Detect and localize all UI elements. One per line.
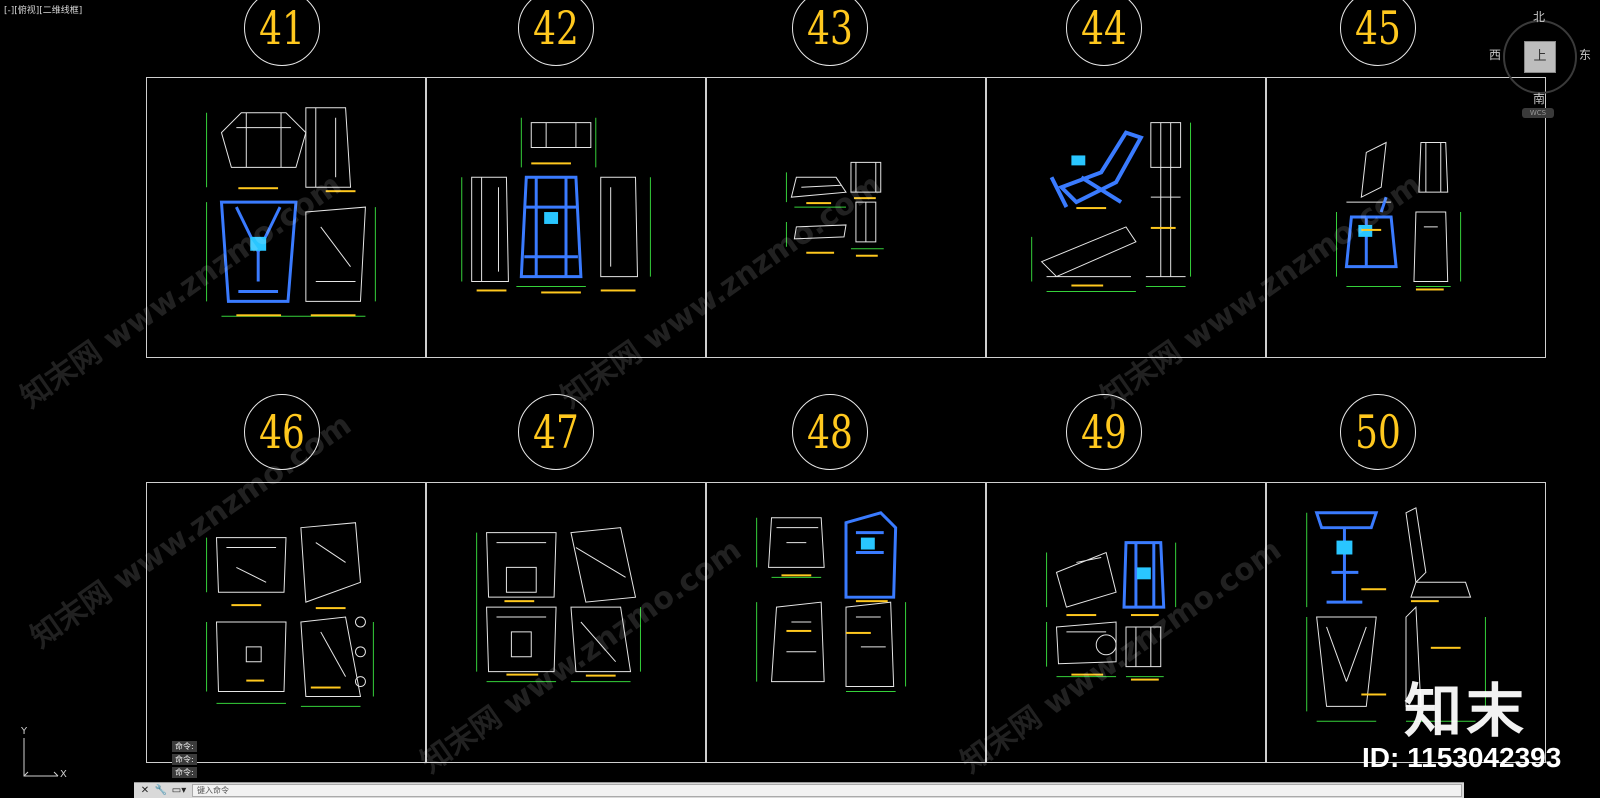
equipment-drawing xyxy=(476,527,641,683)
equipment-drawing xyxy=(1031,122,1192,292)
asset-id-label: ID: 1153042393 xyxy=(1362,742,1562,773)
circle-number: 50 xyxy=(1355,405,1401,459)
equipment-drawing xyxy=(1046,541,1177,681)
circle-number: 48 xyxy=(807,405,853,459)
drawing-panel-47[interactable] xyxy=(426,482,706,763)
recent-commands-icon[interactable]: ▭▾ xyxy=(171,785,187,796)
compass-south[interactable]: 南 xyxy=(1533,92,1546,106)
equipment-drawing xyxy=(461,117,651,294)
drawing-panel-41[interactable] xyxy=(146,77,426,358)
command-line[interactable]: ✕ 🔧 ▭▾ 键入命令 xyxy=(134,782,1464,798)
circle-50: 50 xyxy=(1340,394,1416,470)
circle-49: 49 xyxy=(1066,394,1142,470)
circle-48: 48 xyxy=(792,394,868,470)
ucs-axes-icon xyxy=(23,738,59,777)
circle-number: 47 xyxy=(533,405,579,459)
circle-number: 42 xyxy=(533,1,579,55)
circle-number: 44 xyxy=(1081,1,1127,55)
drawing-panel-49[interactable] xyxy=(986,482,1266,763)
drawing-panel-50[interactable] xyxy=(1266,482,1546,763)
circle-44: 44 xyxy=(1066,0,1142,66)
command-history-line: 命令: xyxy=(172,767,197,778)
wcs-menu[interactable]: WCS xyxy=(1522,108,1554,118)
compass-north[interactable]: 北 xyxy=(1533,10,1546,24)
close-icon[interactable]: ✕ xyxy=(140,785,150,796)
equipment-drawing xyxy=(785,161,884,257)
drawing-panel-46[interactable] xyxy=(146,482,426,763)
equipment-drawing xyxy=(206,522,374,707)
circle-46: 46 xyxy=(244,394,320,470)
equipment-drawing xyxy=(206,107,376,317)
viewcube-compass-ring[interactable] xyxy=(1503,20,1577,94)
circle-number: 43 xyxy=(807,1,853,55)
circle-42: 42 xyxy=(518,0,594,66)
viewcube-top-face[interactable]: 上 xyxy=(1524,41,1556,73)
drawing-panel-48[interactable] xyxy=(706,482,986,763)
compass-east[interactable]: 东 xyxy=(1579,48,1592,62)
view-label[interactable]: [-][俯视][二维线框] xyxy=(4,6,83,16)
circle-number: 45 xyxy=(1355,1,1401,55)
circle-number: 49 xyxy=(1081,405,1127,459)
equipment-drawing xyxy=(1336,141,1462,291)
equipment-drawing xyxy=(756,511,907,692)
command-input[interactable]: 键入命令 xyxy=(192,784,1462,797)
circle-41: 41 xyxy=(244,0,320,66)
command-history-line: 命令: xyxy=(172,754,197,765)
drawing-panel-42[interactable] xyxy=(426,77,706,358)
brand-logo: 知末 xyxy=(1404,677,1529,745)
circle-43: 43 xyxy=(792,0,868,66)
compass-west[interactable]: 西 xyxy=(1489,48,1502,62)
command-history-line: 命令: xyxy=(172,741,197,752)
equipment-drawing xyxy=(1306,507,1486,722)
circle-number: 46 xyxy=(259,405,305,459)
circle-45: 45 xyxy=(1340,0,1416,66)
circle-47: 47 xyxy=(518,394,594,470)
drawing-panel-43[interactable] xyxy=(706,77,986,358)
drawing-panel-45[interactable] xyxy=(1266,77,1546,358)
drawing-panel-44[interactable] xyxy=(986,77,1266,358)
ucs-x-label: X xyxy=(60,769,67,780)
viewcube[interactable]: 上 北 南 东 西 WCS xyxy=(1489,8,1597,120)
circle-number: 41 xyxy=(259,1,305,55)
ucs-y-label: Y xyxy=(21,726,28,737)
customize-wrench-icon[interactable]: 🔧 xyxy=(154,785,168,796)
ucs-icon: Y X xyxy=(14,726,74,782)
